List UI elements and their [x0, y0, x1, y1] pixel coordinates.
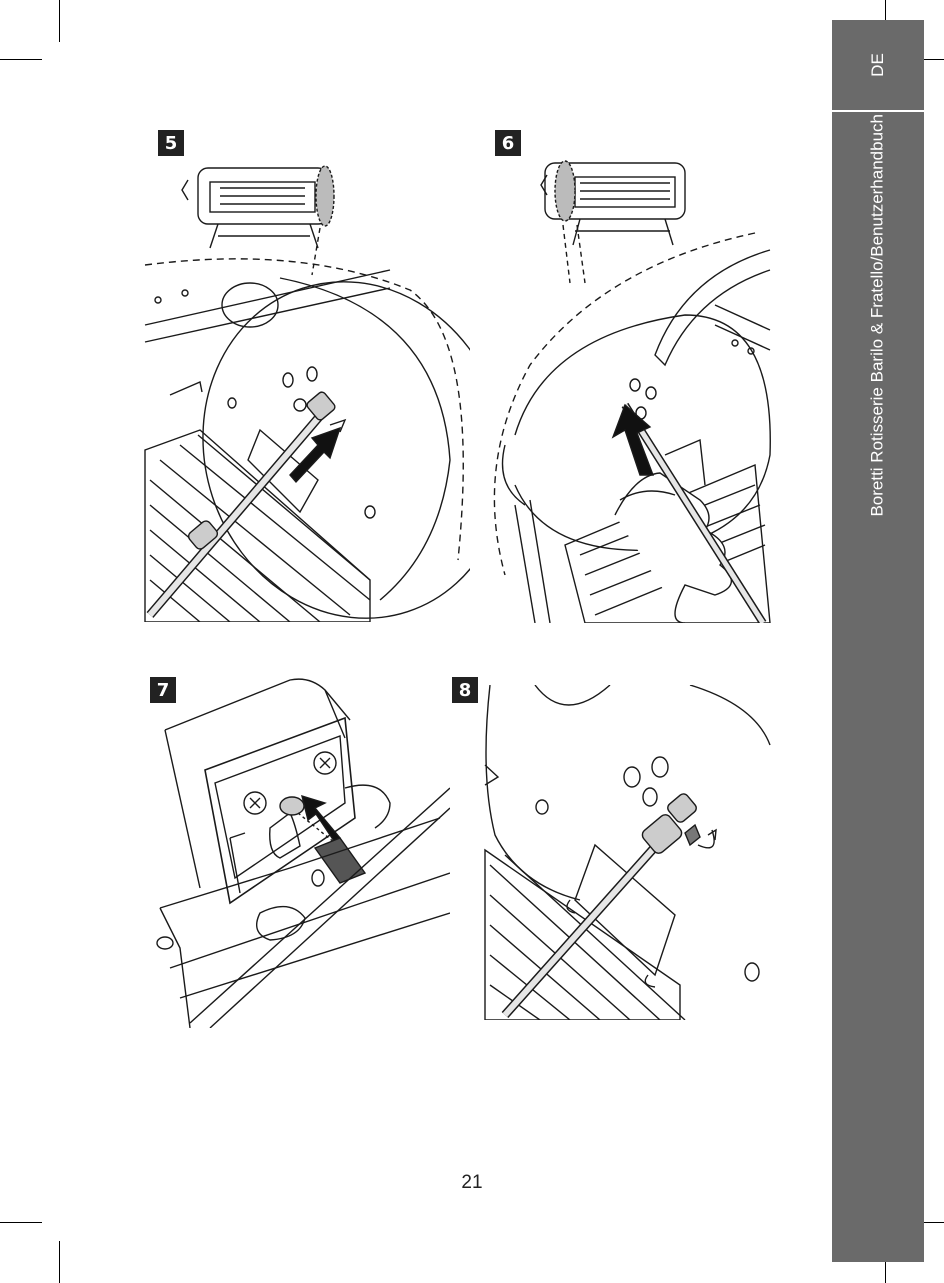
figure-step-6	[493, 160, 771, 623]
crop-mark	[0, 1222, 42, 1223]
sidebar-title: Boretti Rotisserie Barilo & Fratello/Ben…	[836, 114, 920, 584]
crop-mark	[59, 0, 60, 42]
step-badge-5: 5	[158, 130, 184, 156]
rotisserie-overview-icon	[181, 165, 335, 249]
manual-title: Boretti Rotisserie Barilo & Fratello/Ben…	[868, 114, 887, 517]
rotisserie-overview-icon	[540, 160, 686, 246]
page-number: 21	[461, 1172, 483, 1193]
language-label: DE	[868, 53, 887, 77]
figure-step-5	[144, 165, 470, 622]
crop-mark	[59, 1241, 60, 1283]
step-badge-7: 7	[150, 677, 176, 703]
crop-mark	[885, 1241, 886, 1283]
crop-mark	[0, 59, 42, 60]
figure-step-8	[484, 685, 771, 1020]
sidebar	[832, 20, 924, 1262]
step-badge-8: 8	[452, 677, 478, 703]
language-tab: DE	[836, 20, 920, 110]
sidebar-divider	[832, 110, 924, 112]
basket-grid-icon	[144, 429, 371, 622]
step-badge-6: 6	[495, 130, 521, 156]
figure-step-7	[156, 678, 450, 1028]
